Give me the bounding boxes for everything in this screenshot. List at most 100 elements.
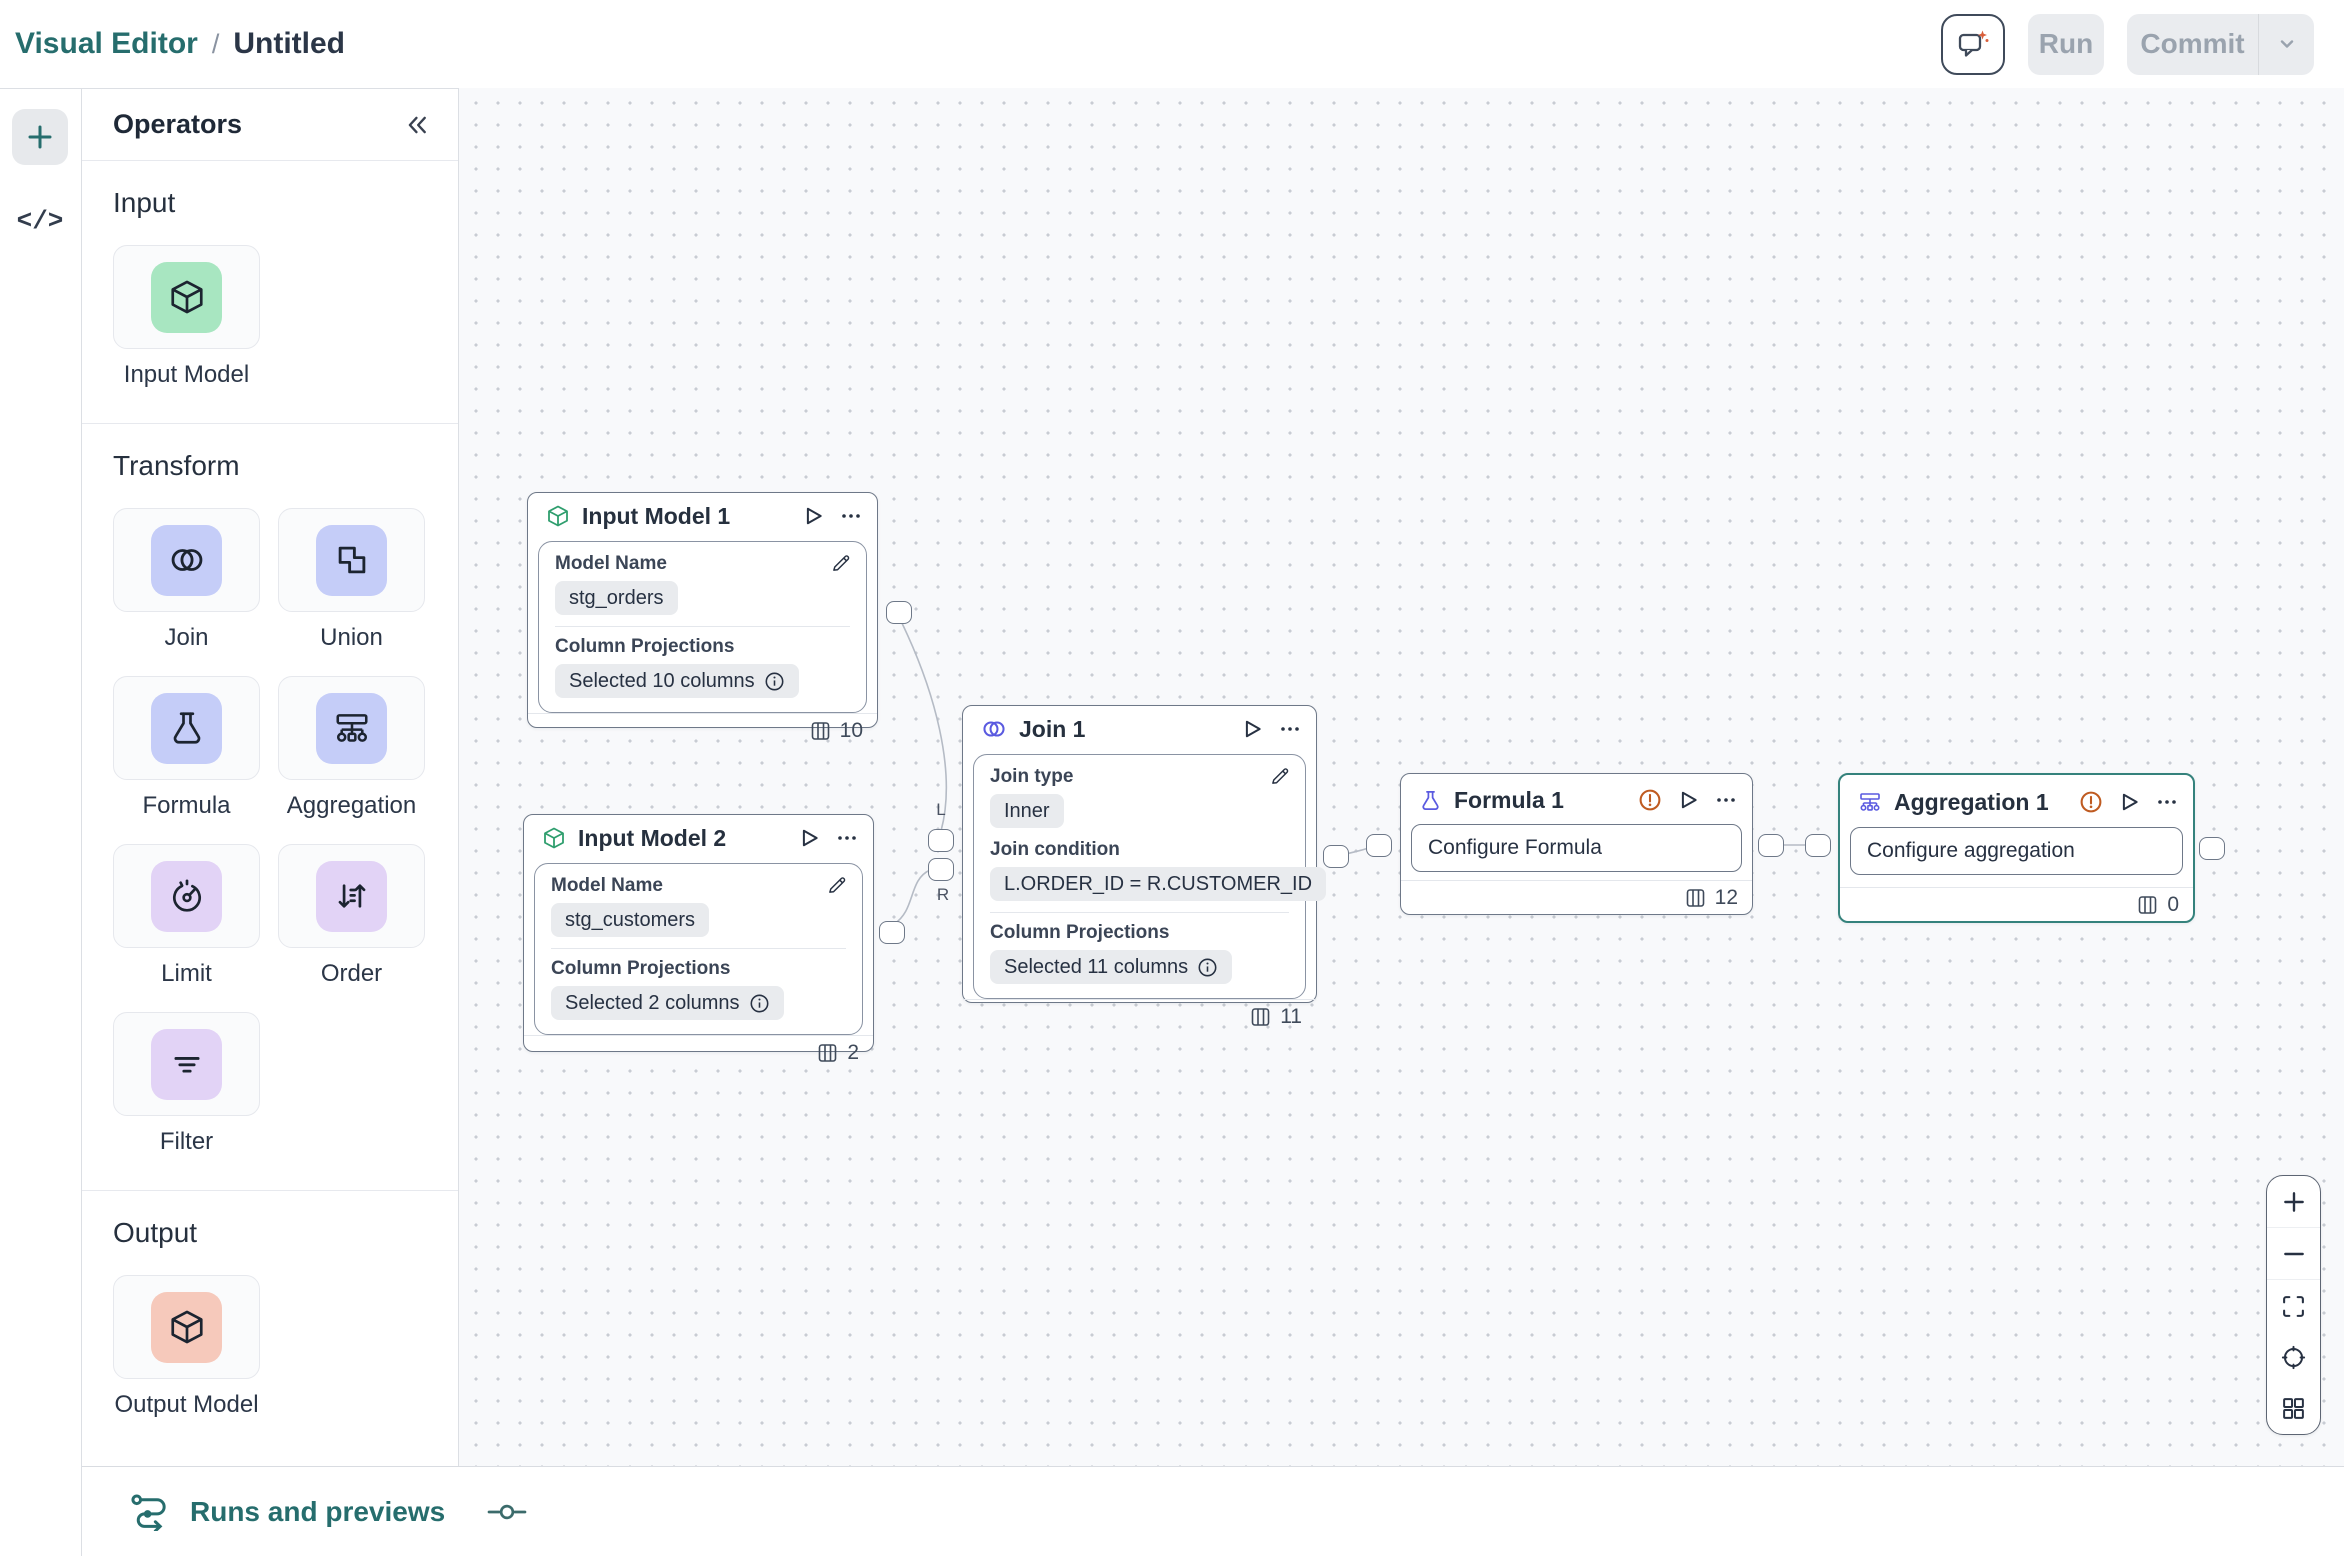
field-label: Column Projections [990,922,1170,943]
node-aggregation-1[interactable]: Aggregation 1 Configure aggregation 0 [1838,773,2195,923]
port-output-join-1[interactable] [1323,845,1349,868]
operators-section-input: Input Input Model [82,161,458,424]
projections-pill: Selected 10 columns [555,664,799,698]
top-header: Visual Editor / Untitled Run Commit [0,0,2344,88]
play-icon[interactable] [800,828,820,848]
operator-label: Union [320,624,383,651]
commit-dropdown-button[interactable] [2258,13,2314,75]
field-label: Column Projections [555,636,735,657]
join-circles-icon [151,524,222,596]
field-label: Join condition [990,839,1120,860]
git-commit-icon[interactable] [487,1501,527,1523]
field-label: Column Projections [551,958,731,979]
plus-icon [25,122,55,152]
add-button[interactable] [12,109,68,165]
operator-aggregation[interactable]: Aggregation [278,676,425,820]
collapse-panel-button[interactable] [404,113,430,137]
breadcrumb-app-link[interactable]: Visual Editor [15,27,198,60]
runs-and-previews-button[interactable]: Runs and previews [190,1495,446,1527]
ellipsis-icon[interactable] [1280,726,1300,732]
flask-icon [151,692,222,764]
port-input-formula-1[interactable] [1366,834,1392,857]
join-type-pill: Inner [990,794,1064,828]
columns-icon [817,1043,839,1063]
commit-button[interactable]: Commit [2140,28,2245,59]
port-output-input-model-1[interactable] [886,601,912,624]
minimap-grid-icon[interactable] [2267,1383,2320,1434]
operator-order[interactable]: Order [278,844,425,988]
play-icon[interactable] [804,506,824,526]
runs-and-previews-bar: Runs and previews [82,1466,2344,1556]
operator-formula[interactable]: Formula [113,676,260,820]
info-icon[interactable] [1197,957,1218,978]
cube-icon [546,504,570,528]
pencil-icon[interactable] [1269,765,1291,787]
node-formula-1[interactable]: Formula 1 Configure Formula 12 [1400,773,1753,915]
play-icon[interactable] [1679,790,1699,810]
port-output-formula-1[interactable] [1758,834,1784,857]
port-output-aggregation-1[interactable] [2199,837,2225,860]
model-name-pill: stg_orders [555,581,678,615]
operator-label: Order [320,960,383,987]
column-count: 10 [839,718,863,742]
node-title: Input Model 1 [582,502,731,529]
breadcrumb-separator: / [211,28,220,59]
fullscreen-icon[interactable] [2267,1279,2320,1331]
node-title: Aggregation 1 [1894,788,2049,815]
filter-lines-icon [151,1028,222,1100]
header-actions: Run Commit [1941,13,2344,75]
operator-union[interactable]: Union [278,508,425,652]
info-icon[interactable] [764,671,785,692]
columns-icon [1685,888,1707,908]
configure-aggregation-button[interactable]: Configure aggregation [1850,827,2183,875]
port-join-left-input[interactable] [928,829,954,852]
ellipsis-icon[interactable] [841,513,861,519]
projections-pill: Selected 11 columns [990,950,1233,984]
operator-label: Join [164,624,209,651]
warning-icon [1638,788,1662,812]
run-button[interactable]: Run [2028,13,2104,75]
play-icon[interactable] [2120,792,2140,812]
operator-output-model[interactable]: Output Model [113,1275,260,1419]
cube-icon [151,1291,222,1363]
breadcrumb: Visual Editor / Untitled [0,27,345,61]
configure-formula-button[interactable]: Configure Formula [1411,824,1742,872]
zoom-out-button[interactable] [2267,1227,2320,1279]
operator-join[interactable]: Join [113,508,260,652]
column-count: 11 [1280,1004,1302,1028]
operator-filter[interactable]: Filter [113,1012,260,1156]
port-output-input-model-2[interactable] [879,921,905,944]
runs-flow-icon [130,1493,172,1531]
union-squares-icon [316,524,387,596]
node-input-model-1[interactable]: Input Model 1 Model Name stg_orders Colu… [527,492,878,742]
zoom-in-button[interactable] [2267,1176,2320,1227]
operator-label: Limit [161,960,212,987]
node-title: Join 1 [1019,715,1086,742]
port-input-aggregation-1[interactable] [1805,834,1831,857]
columns-icon [2137,895,2159,915]
canvas-zoom-controls [2266,1175,2321,1435]
ellipsis-icon[interactable] [837,835,857,841]
ellipsis-icon[interactable] [2157,799,2177,805]
column-count: 2 [847,1040,859,1064]
port-join-right-input[interactable] [928,858,954,881]
join-left-port-label: L [936,800,946,819]
node-input-model-2[interactable]: Input Model 2 Model Name stg_customers C… [523,814,874,1064]
ellipsis-icon[interactable] [1716,797,1736,803]
warning-icon [2079,790,2103,814]
info-icon[interactable] [749,993,770,1014]
node-join-1[interactable]: Join 1 Join type Inner Join condition L.… [962,705,1327,1028]
ai-assistant-button[interactable] [1941,13,2005,75]
commit-split-button: Commit [2127,13,2314,75]
code-editor-toggle[interactable]: </> [14,201,66,241]
operator-limit[interactable]: Limit [113,844,260,988]
operator-input-model[interactable]: Input Model [113,245,260,389]
play-icon[interactable] [1243,719,1263,739]
join-circles-icon [981,718,1007,740]
pencil-icon[interactable] [830,552,852,574]
breadcrumb-page-title[interactable]: Untitled [233,27,345,60]
model-name-pill: stg_customers [551,903,710,937]
fit-view-target-icon[interactable] [2267,1332,2320,1383]
pencil-icon[interactable] [826,874,848,896]
